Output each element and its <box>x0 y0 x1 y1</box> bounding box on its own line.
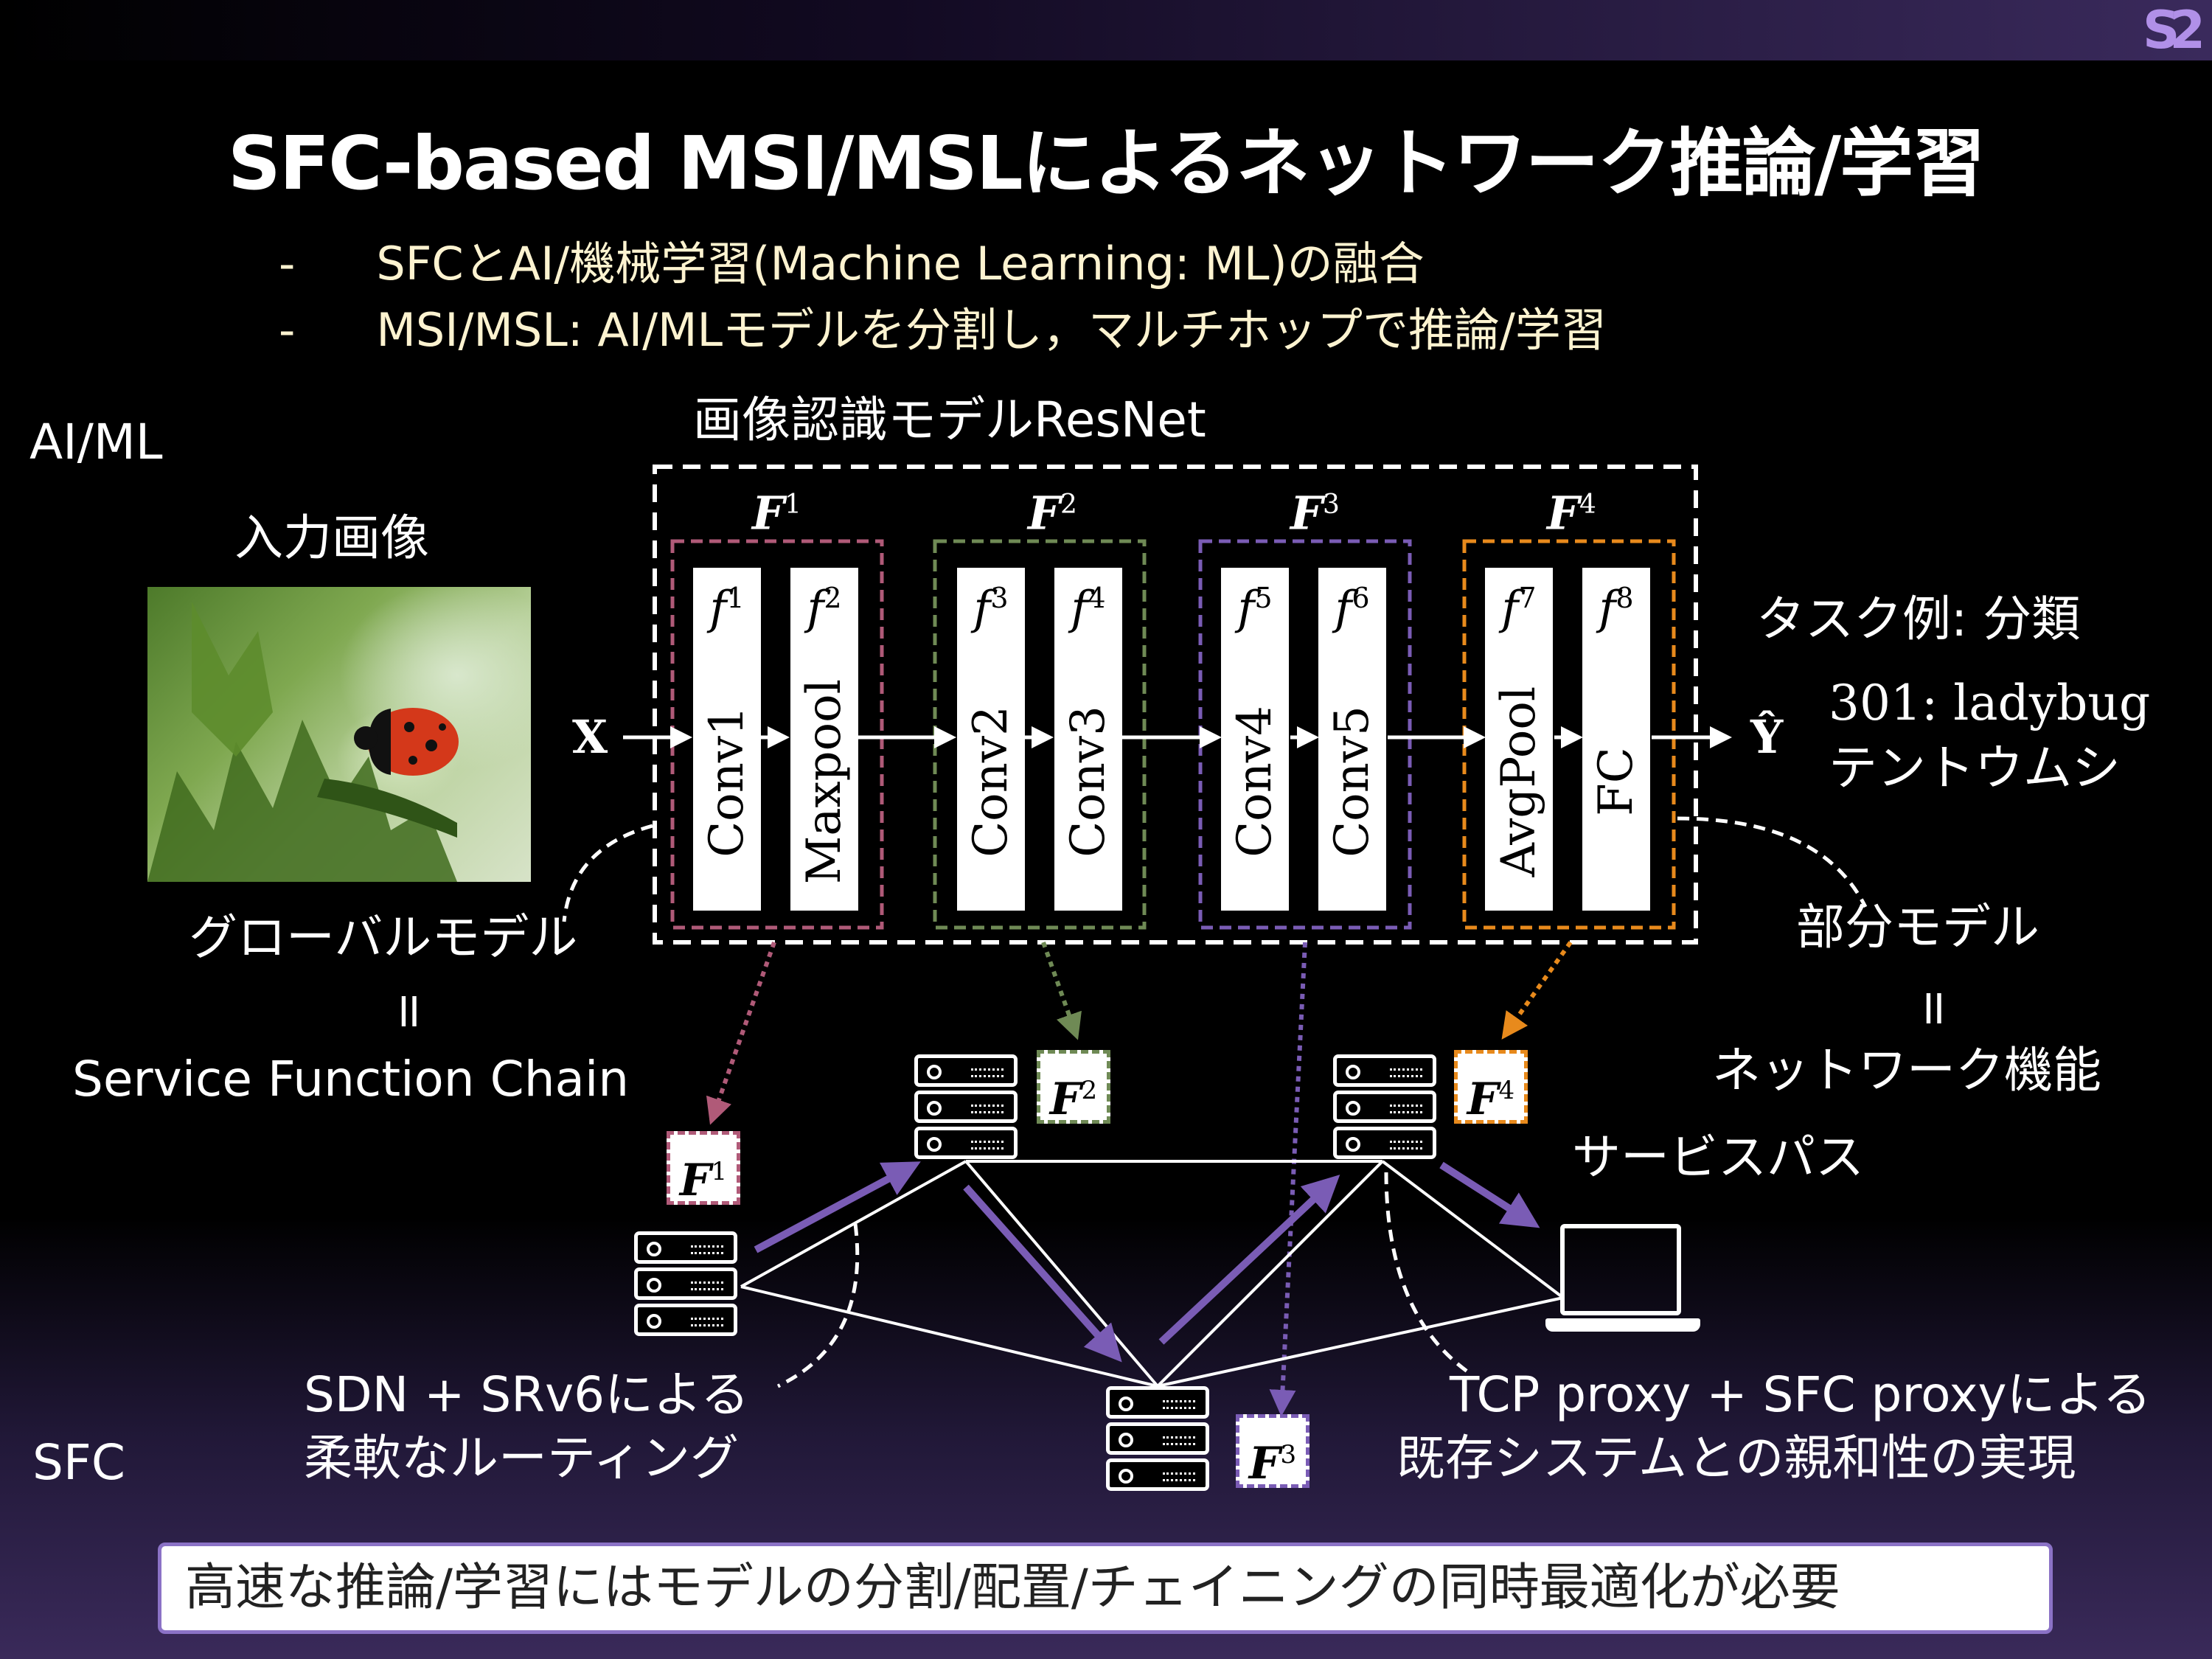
output-symbol: Ŷ <box>1750 710 1784 764</box>
server-node-4 <box>1333 1054 1436 1163</box>
global-model-label: グローバルモデル <box>189 909 578 966</box>
layer-name: AvgPool <box>1492 686 1546 877</box>
layer-avgpool: f7 AvgPool <box>1485 568 1553 911</box>
bullet-dash: - <box>279 237 296 291</box>
ladybug-photo <box>147 587 531 882</box>
service-path-label: サービスパス <box>1572 1129 1864 1186</box>
network-function-label: ネットワーク機能 <box>1712 1042 2101 1099</box>
bullet-1: - SFCとAI/機械学習(Machine Learning: ML)の融合 <box>279 234 1425 293</box>
layer-conv5: f6 Conv5 <box>1318 568 1386 911</box>
ai-ml-label: AI/ML <box>29 414 163 470</box>
ladybug-illustration <box>147 602 459 882</box>
layer-symbol: f6 <box>1335 580 1370 635</box>
server-node-2 <box>914 1054 1018 1163</box>
layer-symbol: f2 <box>807 580 842 635</box>
bullet-dash: - <box>279 303 296 357</box>
layer-symbol: f8 <box>1599 580 1634 635</box>
conclusion-box: 高速な推論/学習にはモデルの分割/配置/チェイニングの同時最適化が必要 <box>158 1543 2053 1634</box>
deployed-f1: F1 <box>667 1131 740 1206</box>
layer-name: Conv2 <box>964 706 1018 858</box>
lab-logo: S2 <box>2143 0 2205 60</box>
layer-name: Maxpool <box>797 678 852 885</box>
layer-conv2: f3 Conv2 <box>957 568 1025 911</box>
server-source <box>634 1231 737 1340</box>
partial-model-label: 部分モデル <box>1796 899 2039 956</box>
layer-conv1: f1 Conv1 <box>693 568 761 911</box>
layer-maxpool: f2 Maxpool <box>790 568 858 911</box>
group-label-f2: F2 <box>1028 486 1077 540</box>
bullet-text: MSI/MSL: AI/MLモデルを分割し，マルチホップで推論/学習 <box>376 303 1607 357</box>
slide-title: SFC-based MSI/MSLによるネットワーク推論/学習 <box>227 120 1986 206</box>
model-name-label: 画像認識モデルResNet <box>693 392 1206 448</box>
layer-name: Conv5 <box>1325 706 1380 858</box>
deployed-f4: F4 <box>1454 1050 1528 1125</box>
group-label-f3: F3 <box>1290 486 1340 540</box>
layer-fc: f8 FC <box>1582 568 1650 911</box>
layer-symbol: f7 <box>1501 580 1537 635</box>
task-example-label: タスク例: 分類 <box>1756 591 2081 647</box>
sdn-label-line1: SDN + SRv6による <box>304 1366 750 1423</box>
layer-symbol: f4 <box>1071 580 1106 635</box>
layer-name: Conv4 <box>1228 706 1282 858</box>
top-bar: S2 <box>0 0 2212 60</box>
prediction-japanese: テントウムシ <box>1829 740 2121 796</box>
layer-symbol: f5 <box>1237 580 1273 635</box>
server-node-3 <box>1106 1386 1209 1495</box>
layer-symbol: f1 <box>709 580 745 635</box>
bullet-2: - MSI/MSL: AI/MLモデルを分割し，マルチホップで推論/学習 <box>279 301 1607 360</box>
bullet-text: SFCとAI/機械学習(Machine Learning: ML)の融合 <box>376 237 1425 291</box>
layer-name: Conv1 <box>700 706 754 858</box>
group-label-f4: F4 <box>1547 486 1596 540</box>
group-label-f1: F1 <box>752 486 801 540</box>
layer-conv3: f4 Conv3 <box>1054 568 1122 911</box>
global-model-box <box>653 465 1698 945</box>
sdn-label-line2: 柔軟なルーティング <box>304 1430 740 1486</box>
equals-right: ॥ <box>1917 978 1947 1035</box>
input-symbol: X <box>572 710 608 764</box>
layer-name: FC <box>1589 747 1644 816</box>
tcp-label-line1: TCP proxy + SFC proxyによる <box>1450 1366 2152 1423</box>
tcp-label-line2: 既存システムとの親和性の実現 <box>1397 1430 2076 1486</box>
deployed-f3: F3 <box>1236 1414 1310 1489</box>
sfc-chain-label: Service Function Chain <box>72 1051 630 1107</box>
sfc-label: SFC <box>32 1434 125 1491</box>
equals-left: ॥ <box>392 981 422 1038</box>
layer-conv4: f5 Conv4 <box>1221 568 1289 911</box>
layer-symbol: f3 <box>973 580 1009 635</box>
deployed-f2: F2 <box>1037 1050 1110 1125</box>
prediction-english: 301: ladybug <box>1829 675 2151 731</box>
layer-name: Conv3 <box>1061 706 1116 858</box>
input-image-label: 入力画像 <box>234 509 429 566</box>
laptop-icon <box>1545 1224 1700 1335</box>
